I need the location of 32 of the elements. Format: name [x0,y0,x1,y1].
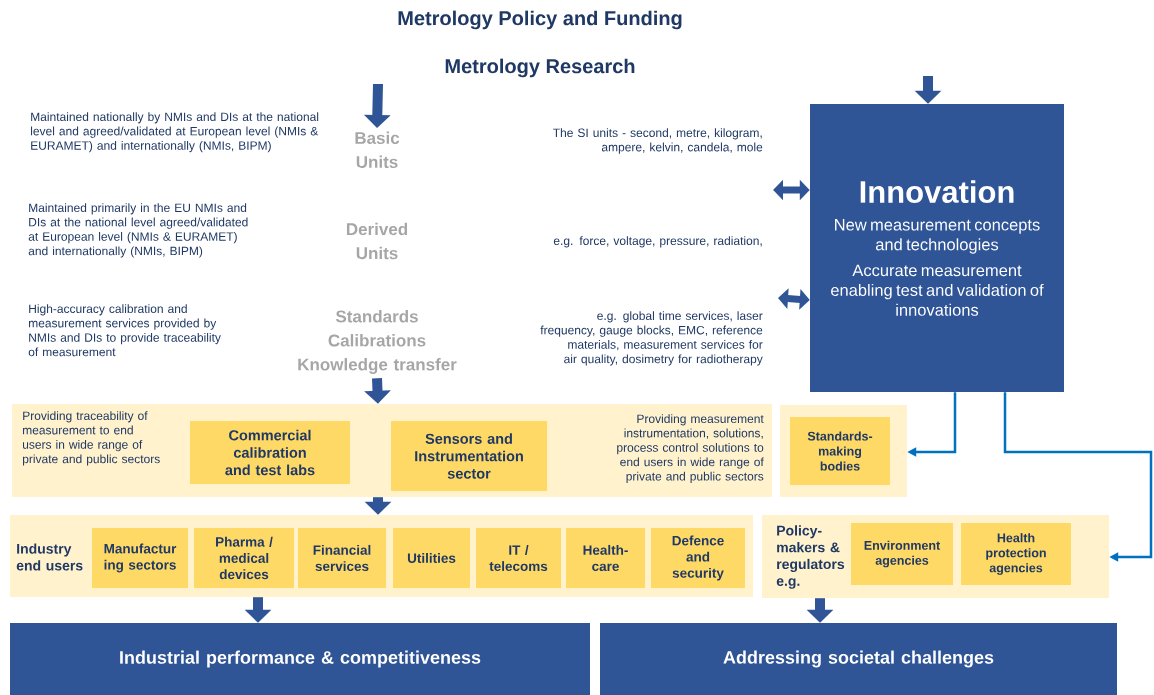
sector-box: Commercial calibration and test labs [190,421,350,484]
sector-box: Utilities [393,528,470,588]
group-label: Industry end users [16,543,83,571]
description-text: Maintained nationally by NMIs and DIs at the national level and agreed/validated at European level (NMIs & EURAMET) and internationally (NMIs, BIPM) [31,112,319,153]
sector-box: Standards-making bodies [790,417,890,485]
sector-box: IT / telecoms [476,528,561,588]
description-text: Providing measurement instrumentation, solutions, process control solutions to end users in wide range of private and public sectors [617,414,764,483]
description-text: e.g. global time services, laser frequency, gauge blocks, EMC, reference materials, measurement services for air quality, dosimetry for radiotherapy [540,311,763,366]
sector-box: Health protection agencies [961,523,1071,585]
sector-box: Manufactur ing sectors [92,528,188,588]
level-label: Basic Units [355,131,400,168]
sector-box: Sensors and Instrumentation sector [391,421,547,491]
sector-box: Defence and security [651,528,745,588]
sector-box: Environment agencies [851,523,953,585]
sector-box: Health-care [566,528,645,588]
sector-box: Financial services [298,528,386,588]
group-label: Policy-makers & regulators e.g. [776,525,845,589]
description-text: Maintained primarily in the EU NMIs and DIs at the national level agreed/validated at European level (NMIs & EURAMET) and internationally (NMIs, BIPM) [28,203,248,258]
description-text: e.g. force, voltage, pressure, radiation, [553,236,762,248]
description-text: The SI units - second, metre, kilogram, ampere, kelvin, candela, mole [553,128,763,154]
level-label: Derived Units [346,222,408,260]
outcome-box: Addressing societal challenges [600,623,1117,695]
arrow [1003,392,1153,562]
description-text: High-accuracy calibration and measurement services provided by NMIs and DIs to provide traceability of measurement [28,304,221,357]
arrow [773,179,810,201]
outcome-box: Industrial performance & competitiveness [10,623,590,695]
level-label: Standards Calibrations Knowledge transfer [298,310,457,374]
innovation-box: Innovation New measurement concepts and technologies Accurate measurement enabling test and validation of innovations [810,104,1064,392]
heading-text: Metrology Research [445,58,635,78]
title: Metrology Policy and Funding [398,10,682,30]
description-text: Providing traceability of measurement to end users in wide range of private and public sectors [23,411,160,466]
sector-box: Pharma / medical devices [194,528,294,588]
